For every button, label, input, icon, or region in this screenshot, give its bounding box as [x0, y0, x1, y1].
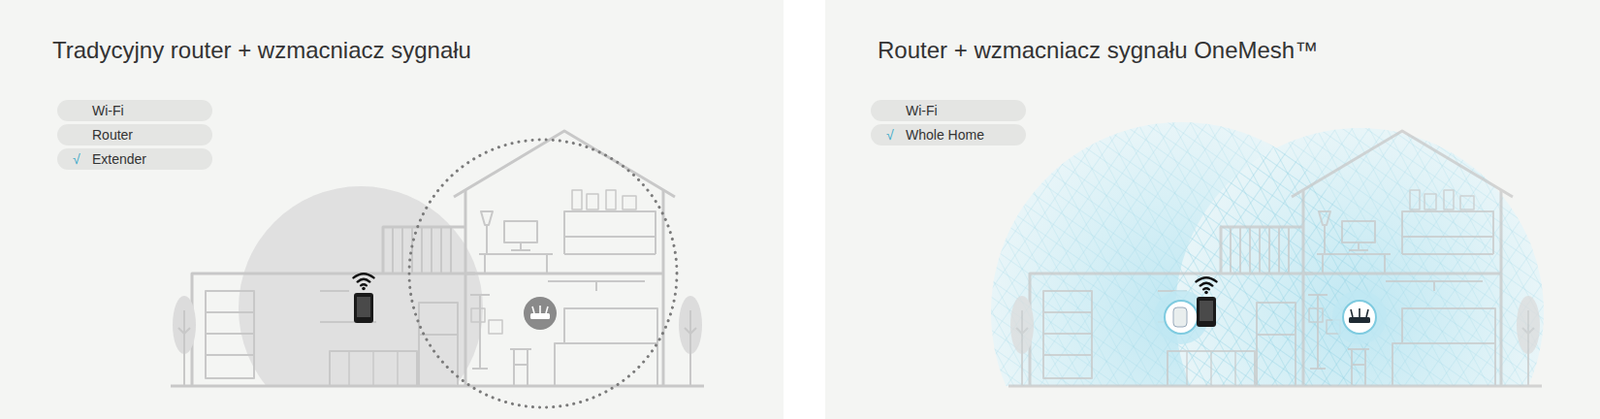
house	[170, 130, 704, 386]
pill-label: Wi-Fi	[905, 103, 938, 118]
extender-icon	[1153, 277, 1217, 345]
pill-label: Wi-Fi	[92, 103, 125, 118]
pill-label: Extender	[92, 152, 147, 166]
check-mark: √	[886, 128, 895, 142]
router-icon	[523, 296, 557, 330]
panel-title: Tradycyjny router + wzmacniacz sygnału	[52, 36, 472, 64]
router-icon	[1332, 289, 1387, 345]
house	[1008, 130, 1542, 386]
pill-label: Router	[92, 128, 133, 142]
pill-label: Whole Home	[905, 128, 985, 142]
mesh-coverage	[991, 122, 1544, 386]
legend-pill: Wi-Fi	[870, 99, 1026, 122]
legend-pill: √ Extender	[57, 148, 213, 170]
comparison-panel: Router + wzmacniacz sygnału OneMesh™ Wi-F…	[825, 0, 1600, 419]
phone-icon	[353, 273, 375, 323]
panel-title: Router + wzmacniacz sygnału OneMesh™	[877, 36, 1318, 64]
legend-pill: Router	[57, 124, 213, 146]
legend-pill: Wi-Fi	[57, 99, 213, 122]
comparison-panel: Tradycyjny router + wzmacniacz sygnałuWi…	[0, 0, 784, 419]
legend-pill: √ Whole Home	[870, 124, 1026, 146]
check-mark: √	[72, 152, 81, 166]
extender-coverage	[409, 139, 677, 408]
router-coverage	[238, 186, 483, 386]
